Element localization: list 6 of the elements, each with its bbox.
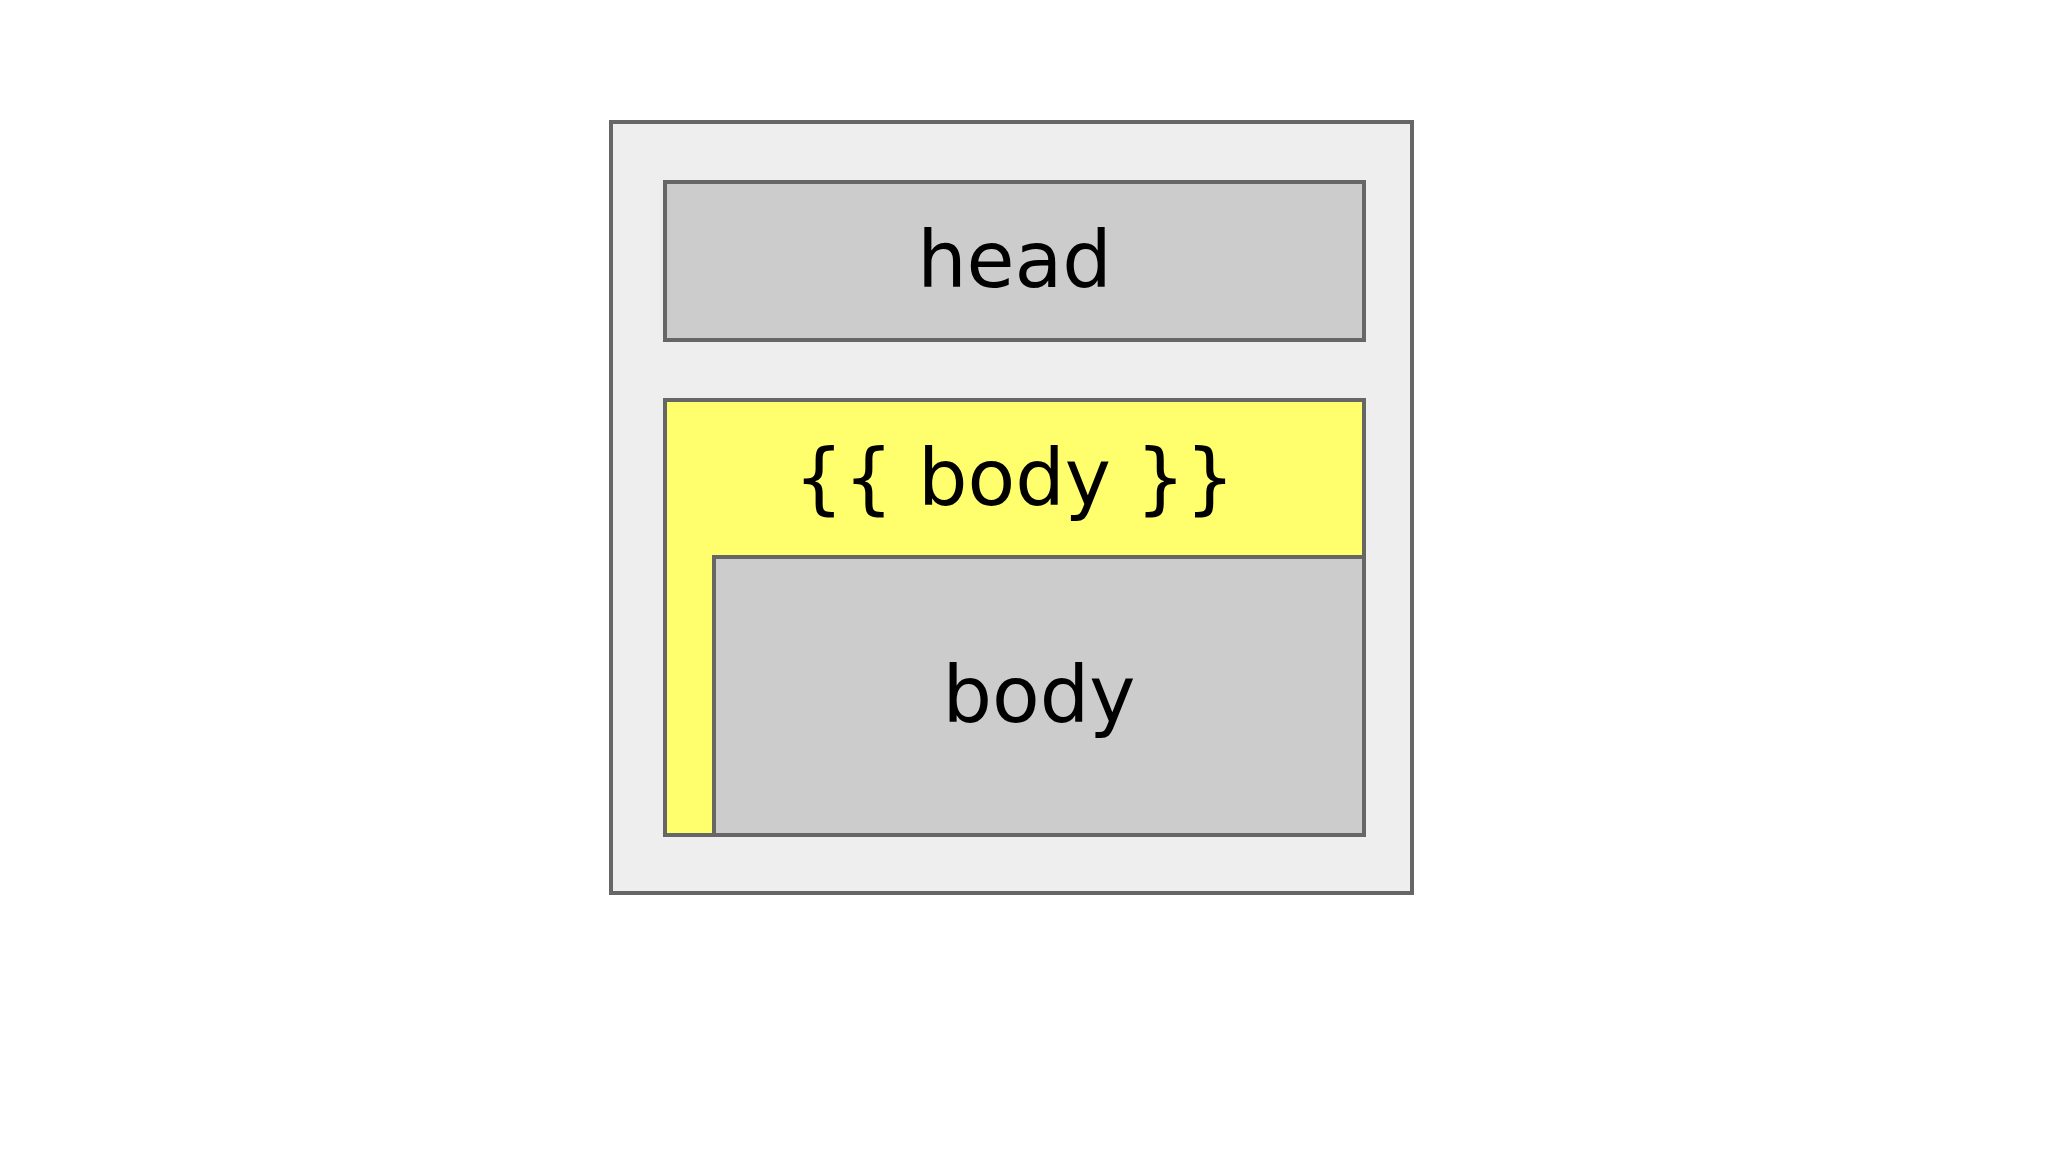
box-label: head <box>917 218 1112 304</box>
box-label: {{ body }} <box>794 435 1235 522</box>
body-slot-box <box>663 398 1366 837</box>
outer-frame <box>609 120 1414 895</box>
box-label: body <box>942 653 1136 739</box>
head-box <box>663 180 1366 342</box>
